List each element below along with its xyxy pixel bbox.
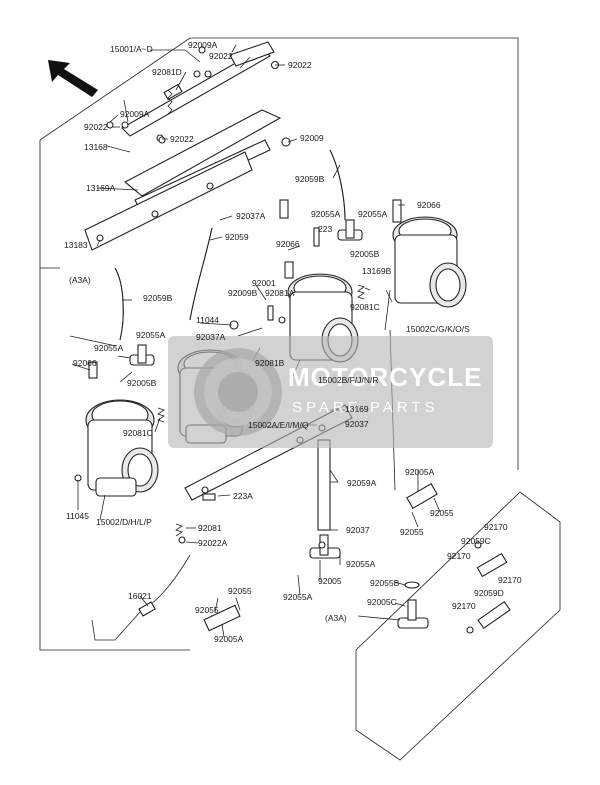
part-label-p92081A: 92081A — [265, 288, 295, 298]
part-label-p92055_b2: 92055 — [195, 605, 219, 615]
part-label-p92055A_b2: 92055A — [283, 592, 313, 602]
part-label-p92066_r: 92066 — [417, 200, 441, 210]
part-label-p92005_b: 92005 — [318, 576, 342, 586]
part-label-p92055A_l2: 92055A — [94, 343, 124, 353]
part-label-p11045: 11045 — [66, 511, 89, 521]
part-label-p92059C: 92059C — [461, 536, 491, 546]
part-label-p92081_b: 92081 — [198, 523, 222, 533]
part-label-p92170_2: 92170 — [447, 551, 471, 561]
part-label-p92059D: 92059D — [474, 588, 504, 598]
part-label-p92005C: 92005C — [367, 597, 397, 607]
t-fittings — [129, 219, 429, 629]
part-label-p92055_b1: 92055 — [228, 586, 252, 596]
part-label-p92005B_r: 92005B — [350, 249, 380, 259]
part-label-p92005A_r: 92005A — [405, 467, 435, 477]
front-direction-arrow-icon — [48, 60, 98, 97]
part-label-p92170_4: 92170 — [452, 601, 476, 611]
part-label-p15002A: 15002A/E/I/M/Q — [248, 420, 309, 430]
part-label-p92081C_r: 92081C — [350, 302, 380, 312]
part-label-p92055A_r2: 92055A — [358, 209, 388, 219]
carburetor-1 — [85, 399, 159, 497]
part-label-p13169A: 13169A — [86, 183, 116, 193]
part-label-p13168: 13168 — [84, 142, 108, 152]
part-label-p92022_m: 92022 — [170, 134, 194, 144]
part-label-p13169B: 13169B — [362, 266, 392, 276]
part-label-p92001: 92001 — [252, 278, 276, 288]
part-label-p92066_m: 92066 — [276, 239, 300, 249]
part-label-p92009B: 92009B — [228, 288, 258, 298]
part-label-p92081B: 92081B — [255, 358, 285, 368]
watermark-title: MOTORCYCLE — [288, 362, 482, 392]
fuel-hoses — [88, 149, 511, 632]
part-label-p92055_r2: 92055 — [430, 508, 454, 518]
part-label-p15002D: 15002/D/H/L/P — [96, 517, 152, 527]
part-label-p223: 223 — [318, 224, 332, 234]
part-label-pA3A_l: (A3A) — [69, 275, 91, 285]
part-label-p92055B: 92055B — [370, 578, 400, 588]
part-label-p92022A: 92022A — [198, 538, 228, 548]
part-label-p92055A_l: 92055A — [136, 330, 166, 340]
throttle-link-rod — [121, 41, 280, 142]
watermark-subtitle: SPARE PARTS — [292, 399, 439, 416]
part-label-p92059B_t: 92059B — [295, 174, 325, 184]
part-label-p92081D: 92081D — [152, 67, 182, 77]
part-label-p92009: 92009 — [300, 133, 324, 143]
part-label-p223A: 223A — [233, 491, 253, 501]
leader-lines — [69, 44, 441, 638]
part-label-p13183: 13183 — [64, 240, 88, 250]
choke-cable — [91, 554, 191, 641]
part-label-p92005A_b: 92005A — [214, 634, 244, 644]
part-label-p92005B_l: 92005B — [127, 378, 157, 388]
part-label-p92059B_l: 92059B — [143, 293, 173, 303]
part-label-p11044: 11044 — [196, 315, 219, 325]
part-label-p92037_b: 92037 — [346, 525, 370, 535]
part-label-p92037_m: 92037 — [345, 419, 369, 429]
part-label-p92055A_b: 92055A — [346, 559, 376, 569]
carburetor-4 — [392, 216, 467, 308]
part-label-p92009A_l: 92009A — [120, 109, 150, 119]
part-label-p15001: 15001/A~D — [110, 44, 153, 54]
part-label-p92059A: 92059A — [347, 478, 377, 488]
part-label-p92170_1: 92170 — [484, 522, 508, 532]
part-label-p15002B: 15002B/F/J/N/R — [318, 375, 378, 385]
part-label-p92009A_t: 92009A — [188, 40, 218, 50]
part-label-p92022_t1: 92022 — [209, 51, 233, 61]
subassembly-a3a-box — [355, 491, 561, 761]
watermark: MOTORCYCLE SPARE PARTS — [168, 336, 493, 448]
part-label-p92170_3: 92170 — [498, 575, 522, 585]
part-label-p92055A_r1: 92055A — [311, 209, 341, 219]
part-label-p92037A_m: 92037A — [196, 332, 226, 342]
part-label-p16021: 16021 — [128, 591, 152, 601]
part-label-p13169: 13169 — [345, 404, 369, 414]
part-label-p92055_r1: 92055 — [400, 527, 424, 537]
assembly-outline — [39, 37, 519, 651]
part-label-p92059_m: 92059 — [225, 232, 249, 242]
part-label-p92037A_t: 92037A — [236, 211, 266, 221]
part-label-p92022_t2: 92022 — [288, 60, 312, 70]
part-label-p15002C: 15002C/G/K/O/S — [406, 324, 470, 334]
part-label-p92022_l: 92022 — [84, 122, 108, 132]
part-label-p92066_l: 92066 — [73, 358, 97, 368]
part-label-pA3A_r: (A3A) — [325, 613, 347, 623]
part-label-p92081C_l: 92081C — [123, 428, 153, 438]
